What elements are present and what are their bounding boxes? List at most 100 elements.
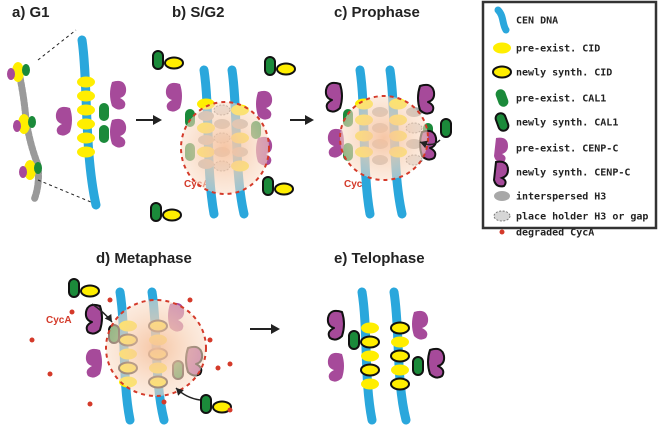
degraded-cyca-dot (207, 337, 213, 343)
legend-item-interspersed-h3: interspersed H3 (494, 191, 606, 203)
legend-label-newly-synth-cenp-c: newly synth. CENP-C (516, 168, 630, 179)
diagram-drawing (7, 29, 452, 425)
newly-synth-cenp-c (427, 347, 446, 379)
pre-existing-cid (361, 378, 379, 390)
degraded-cyca-dot (107, 297, 113, 303)
arrow-cal1-to-centromere-metaphase-head (104, 313, 112, 322)
pre-existing-cenp-c (412, 310, 429, 340)
legend-item-pre-existing-cid: pre-exist. CID (493, 42, 600, 55)
newly-synth-cid (360, 363, 380, 377)
panel-g1 (7, 29, 127, 210)
arrow-cal1-to-centromere-metaphase-2-head (176, 388, 184, 396)
newly-synth-cal1 (68, 278, 80, 298)
placeholder-h3-icon (493, 210, 511, 222)
legend-label-pre-existing-cenp-c: pre-exist. CENP-C (516, 143, 618, 155)
pre-existing-cid (77, 104, 95, 116)
pre-existing-cal1 (99, 125, 109, 143)
arrow-sg2-to-prophase-head (305, 115, 314, 125)
interspersed-h3-icon (494, 191, 510, 201)
legend-label-pre-existing-cid: pre-exist. CID (516, 43, 600, 55)
panel-title-s-g2: b) S/G2 (172, 4, 225, 21)
newly-synth-cal1 (150, 202, 162, 222)
legend-label-pre-existing-cal1: pre-exist. CAL1 (516, 93, 606, 105)
cyca-zone-prophase (339, 95, 429, 181)
g1-centromere-cenpc-cluster (19, 166, 27, 178)
newly-synth-cid-icon (492, 65, 512, 79)
pre-existing-cid (77, 90, 95, 102)
newly-synth-cid (390, 321, 410, 335)
panel-title-prophase: c) Prophase (334, 4, 420, 21)
newly-synth-cal1 (412, 356, 424, 376)
newly-synth-cal1 (264, 56, 276, 76)
newly-synth-cenp-c (324, 81, 343, 113)
pre-existing-cenp-c (110, 118, 127, 148)
pre-existing-cid (77, 76, 95, 88)
pre-existing-cid-icon (493, 42, 511, 54)
degraded-cyca-dot (227, 361, 233, 367)
panel-title-metaphase: d) Metaphase (96, 250, 192, 267)
g1-centromere-cenpc-cluster (13, 120, 21, 132)
newly-synth-cid (274, 182, 294, 196)
pre-existing-cal1 (99, 103, 109, 121)
pre-existing-cid (361, 350, 379, 362)
degraded-cyca-dot (47, 371, 53, 377)
legend-item-degraded-cyca: degraded CycA (499, 228, 594, 239)
newly-synth-cid (276, 62, 296, 76)
degraded-cyca-dot (69, 309, 75, 315)
degraded-cyca-dot (215, 365, 221, 371)
legend-item-cen-dna: CEN DNA (494, 6, 558, 34)
zoom-line-bottom (37, 179, 99, 206)
newly-synth-cal1 (200, 394, 212, 414)
newly-synth-cal1-icon (494, 112, 510, 132)
legend-label-newly-synth-cal1: newly synth. CAL1 (516, 118, 618, 129)
cen-dna-icon (494, 6, 510, 34)
arrow-g1-to-sg2-head (153, 115, 162, 125)
legend-item-newly-synth-cenp-c: newly synth. CENP-C (492, 160, 630, 188)
legend-item-placeholder-h3: place holder H3 or gap (493, 210, 648, 223)
pre-existing-cid (77, 132, 95, 144)
newly-synth-cid (162, 208, 182, 222)
newly-synth-cid (360, 335, 380, 349)
legend-label-placeholder-h3: place holder H3 or gap (516, 212, 648, 223)
legend-item-newly-synth-cid: newly synth. CID (492, 65, 612, 79)
legend-item-pre-existing-cenp-c: pre-exist. CENP-C (494, 137, 618, 163)
newly-synth-cenp-c (417, 83, 436, 115)
newly-synth-cenp-c (84, 303, 103, 335)
g1-centromere-cal1-cluster (34, 162, 42, 174)
cyca-zone-metaphase (105, 299, 207, 397)
panel-title-g1: a) G1 (12, 4, 50, 21)
pre-existing-cid (361, 322, 379, 334)
zoom-line-top (37, 29, 77, 61)
pre-existing-cenp-c (85, 348, 102, 378)
pre-existing-cal1-icon (495, 89, 509, 107)
pre-existing-cenp-c (165, 82, 182, 112)
cen-dna-g1 (77, 35, 101, 210)
degraded-cyca-icon (499, 229, 505, 235)
panel-telophase (326, 287, 446, 425)
g1-centromere-cenpc-cluster (7, 68, 15, 80)
pre-existing-cid (77, 146, 95, 158)
pre-existing-cid (77, 118, 95, 130)
g1-centromere-cal1-cluster (22, 64, 30, 76)
legend-box (481, 0, 658, 230)
cyca-label-metaphase: CycA (46, 315, 72, 326)
cyca-zone-sg2 (180, 101, 270, 195)
pre-existing-cenp-c (55, 106, 72, 136)
pre-existing-cenp-c (256, 90, 273, 120)
newly-synth-cid (212, 400, 232, 414)
legend-label-newly-synth-cid: newly synth. CID (516, 68, 612, 79)
pre-existing-cenp-c (327, 352, 344, 382)
legend-label-degraded-cyca: degraded CycA (516, 228, 594, 239)
arrow-metaphase-to-telophase-head (271, 324, 280, 334)
pre-existing-cenp-c (110, 80, 127, 110)
cyca-label-sg2: CycA (184, 179, 210, 190)
degraded-cyca-dot (161, 399, 167, 405)
newly-synth-cenp-c-icon (492, 160, 510, 188)
degraded-cyca-dot (29, 337, 35, 343)
g1-chromatin-fiber (14, 64, 42, 204)
pre-existing-cid (391, 336, 409, 348)
newly-synth-cid (390, 377, 410, 391)
degraded-cyca-dot (187, 297, 193, 303)
